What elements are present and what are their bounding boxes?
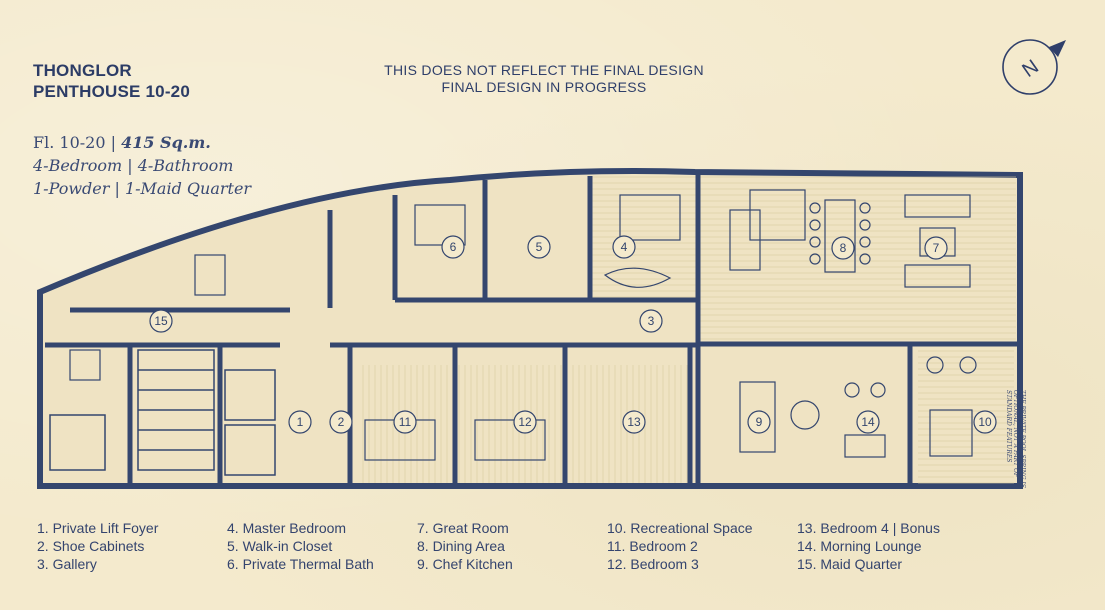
svg-text:9: 9 — [756, 415, 763, 429]
legend-column-3: 7. Great Room 8. Dining Area 9. Chef Kit… — [417, 519, 513, 573]
svg-text:13: 13 — [627, 415, 641, 429]
title-line-2: PENTHOUSE 10-20 — [33, 82, 190, 101]
svg-text:2: 2 — [338, 415, 345, 429]
svg-text:11: 11 — [399, 415, 412, 429]
floor-area: Fl. 10-20 | 415 Sq.m. — [33, 131, 251, 154]
marker-5: 5 — [527, 235, 551, 259]
legend-item: 8. Dining Area — [417, 538, 505, 554]
marker-2: 2 — [329, 410, 353, 434]
room-count: 4-Bedroom | 4-Bathroom — [33, 156, 234, 175]
svg-text:3: 3 — [648, 314, 655, 328]
compass-letter: N — [1018, 56, 1042, 82]
svg-text:10: 10 — [978, 415, 992, 429]
svg-text:4: 4 — [621, 240, 628, 254]
marker-8: 8 — [831, 236, 855, 260]
legend-item: 10. Recreational Space — [607, 520, 753, 536]
marker-7: 7 — [924, 236, 948, 260]
marker-12: 12 — [513, 410, 537, 434]
marker-15: 15 — [149, 309, 173, 333]
notice-line-2: FINAL DESIGN IN PROGRESS — [441, 79, 647, 95]
marker-3: 3 — [639, 309, 663, 333]
marker-6: 6 — [441, 235, 465, 259]
legend-item: 6. Private Thermal Bath — [227, 556, 374, 572]
marker-4: 4 — [612, 235, 636, 259]
recreation-floor — [918, 346, 1014, 486]
title-line-1: THONGLOR — [33, 61, 132, 80]
room-markers: 1 2 3 4 5 6 7 8 9 10 11 12 13 14 15 — [149, 235, 997, 434]
marker-14: 14 — [856, 410, 880, 434]
svg-text:8: 8 — [840, 241, 847, 255]
svg-text:5: 5 — [536, 240, 543, 254]
svg-text:14: 14 — [861, 415, 875, 429]
legend-column-5: 13. Bedroom 4 | Bonus 14. Morning Lounge… — [797, 519, 940, 573]
legend-item: 4. Master Bedroom — [227, 520, 347, 536]
floor-range: Fl. 10-20 | — [33, 133, 122, 152]
marker-9: 9 — [747, 410, 771, 434]
legend-item: 2. Shoe Cabinets — [37, 538, 145, 554]
pool-note: THE PRIVATE POOL SPRING IS OPTIONAL, NOT… — [1005, 390, 1026, 488]
great-room-floor — [698, 176, 1016, 344]
legend-item: 7. Great Room — [417, 520, 509, 536]
area-value: 415 Sq.m. — [121, 133, 211, 152]
compass-icon: N — [1002, 39, 1066, 95]
notice-line-1: THIS DOES NOT REFLECT THE FINAL DESIGN — [384, 62, 704, 78]
interior-walls — [45, 174, 1018, 486]
plan-title: THONGLOR PENTHOUSE 10-20 — [33, 60, 190, 102]
svg-text:15: 15 — [154, 314, 168, 328]
marker-11: 11 — [393, 410, 417, 434]
legend-column-1: 1. Private Lift Foyer 2. Shoe Cabinets 3… — [37, 519, 158, 573]
legend-item: 14. Morning Lounge — [797, 538, 922, 554]
marker-10: 10 — [973, 410, 997, 434]
stair-core — [49, 349, 276, 476]
svg-text:1: 1 — [297, 415, 304, 429]
legend-item: 9. Chef Kitchen — [417, 556, 513, 572]
furniture — [69, 189, 977, 461]
legend-item: 3. Gallery — [37, 556, 97, 572]
extra-rooms: 1-Powder | 1-Maid Quarter — [33, 179, 252, 198]
svg-text:12: 12 — [518, 415, 532, 429]
unit-specs: Fl. 10-20 | 415 Sq.m. 4-Bedroom | 4-Bath… — [33, 131, 251, 200]
floor-plan: 1 2 3 4 5 6 7 8 9 10 11 12 13 14 15 — [37, 168, 1023, 489]
legend-item: 11. Bedroom 2 — [607, 538, 698, 554]
marker-1: 1 — [288, 410, 312, 434]
legend-column-2: 4. Master Bedroom 5. Walk-in Closet 6. P… — [227, 519, 374, 573]
legend-column-4: 10. Recreational Space 11. Bedroom 2 12.… — [607, 519, 753, 573]
legend-item: 12. Bedroom 3 — [607, 556, 699, 572]
legend-item: 13. Bedroom 4 | Bonus — [797, 520, 940, 536]
svg-text:7: 7 — [933, 241, 940, 255]
marker-13: 13 — [622, 410, 646, 434]
legend-item: 15. Maid Quarter — [797, 556, 903, 572]
legend-item: 1. Private Lift Foyer — [37, 520, 159, 536]
design-notice: THIS DOES NOT REFLECT THE FINAL DESIGN F… — [334, 62, 754, 96]
legend-item: 5. Walk-in Closet — [227, 538, 333, 554]
svg-text:6: 6 — [450, 240, 457, 254]
